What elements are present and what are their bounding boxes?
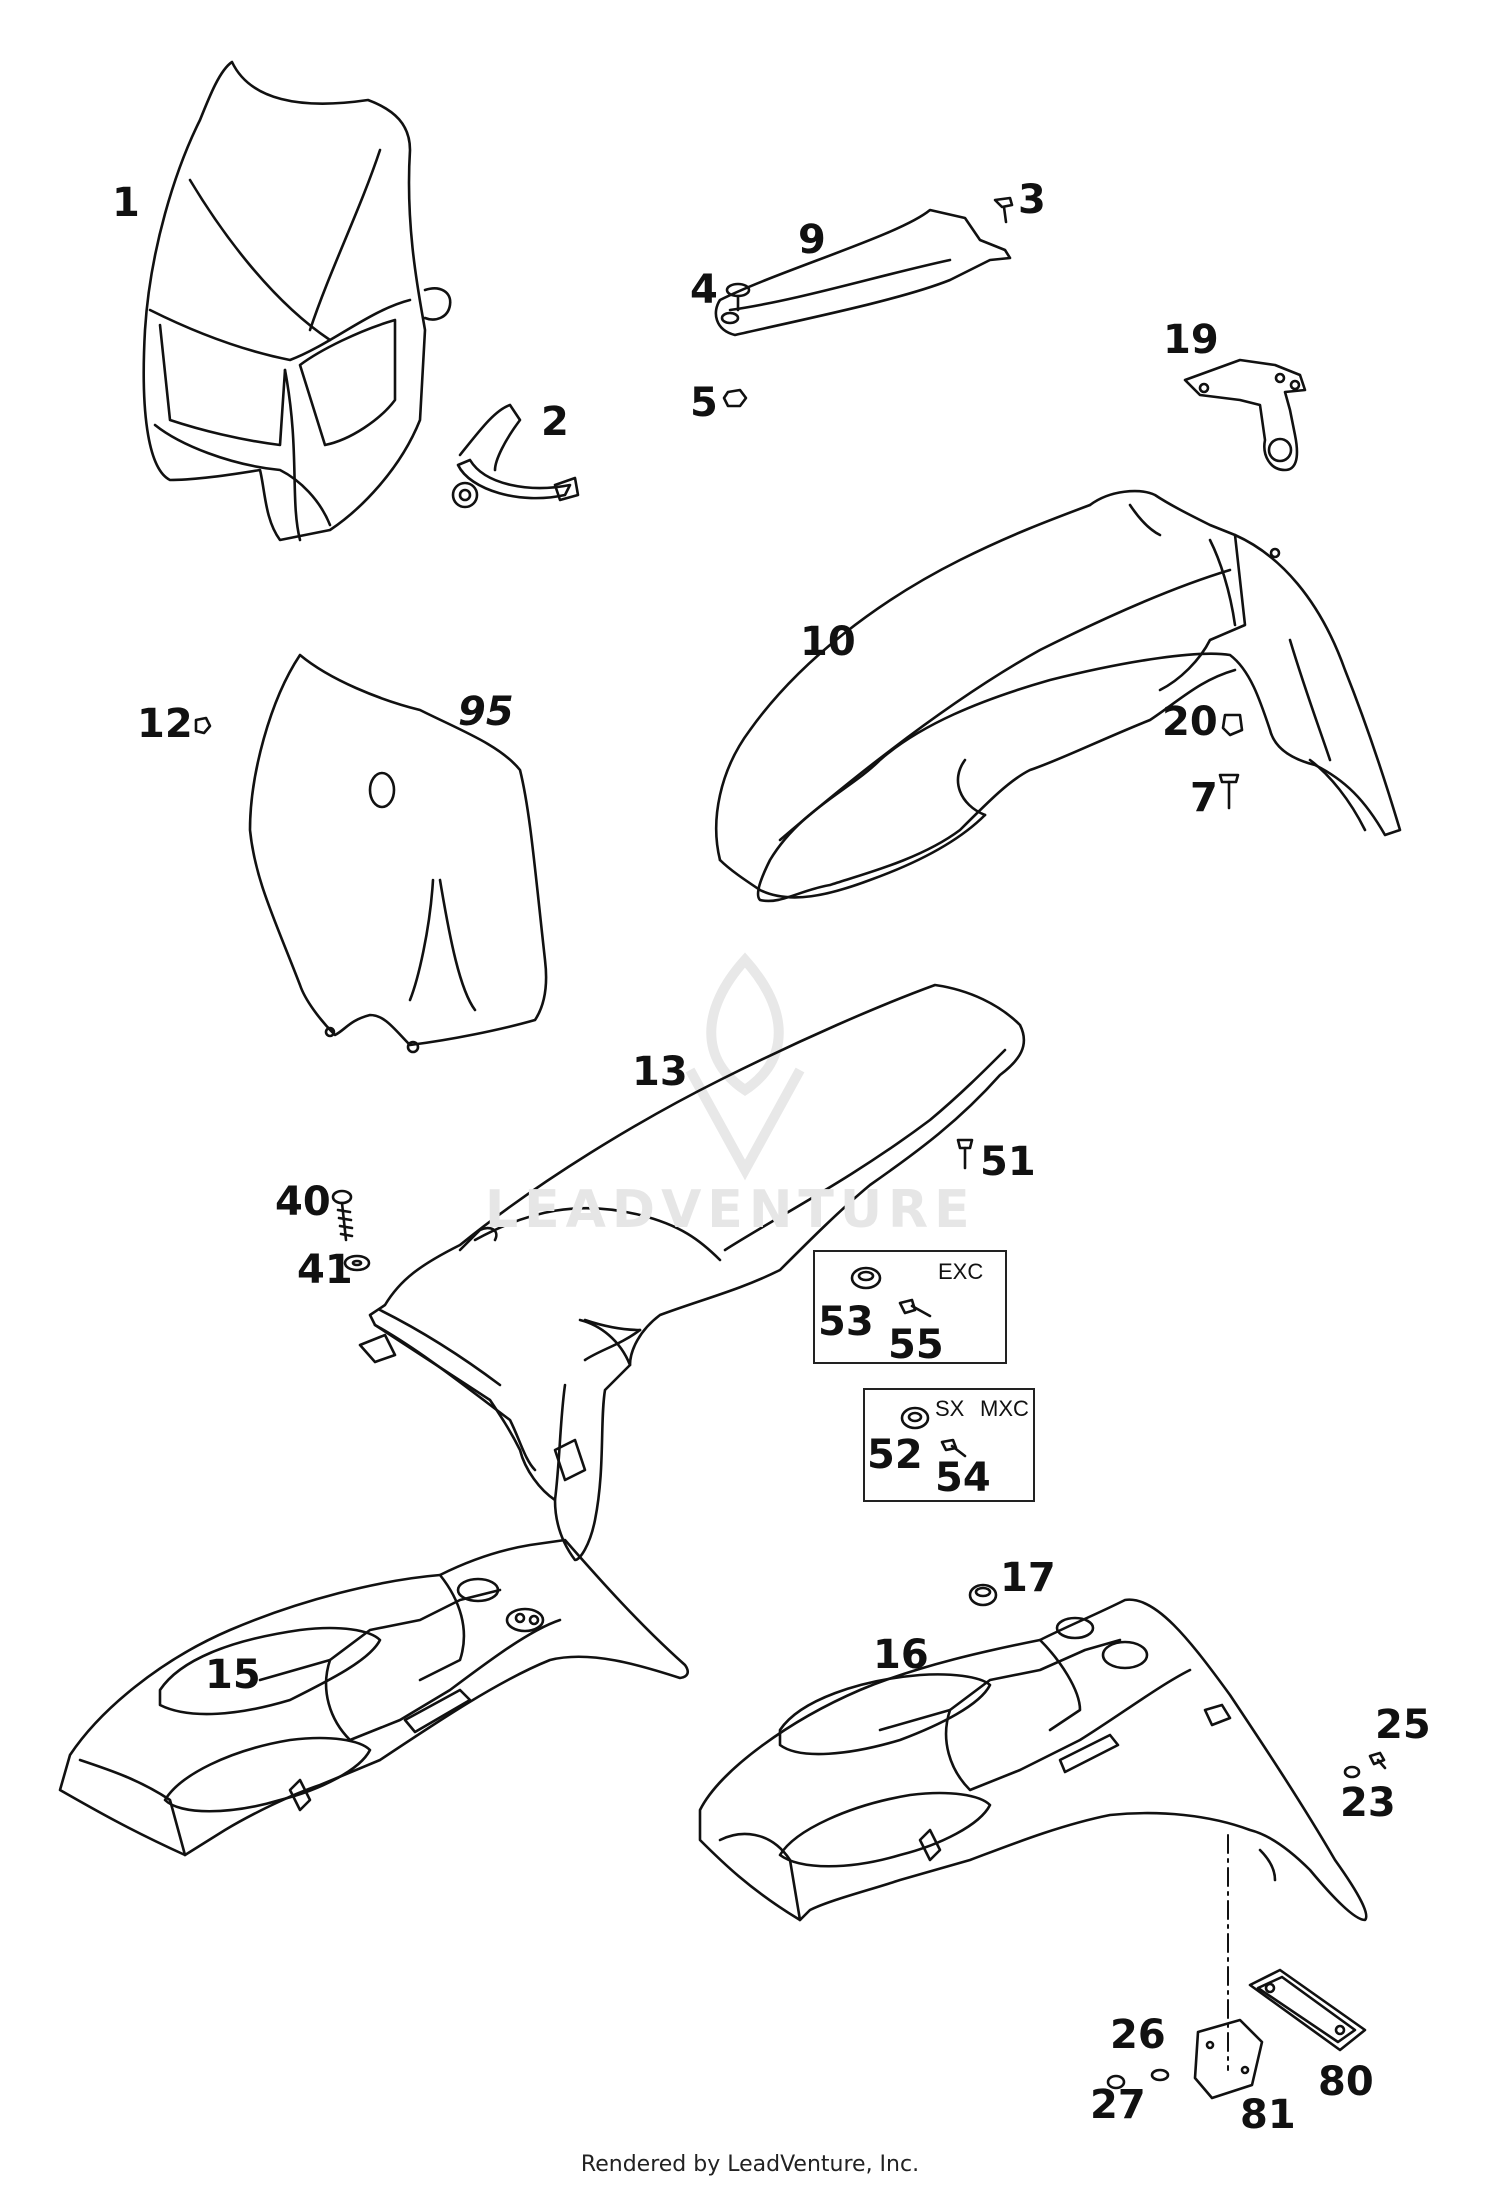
- footer-credit: Rendered by LeadVenture, Inc.: [580, 2152, 920, 2177]
- reflector-plate-part: [1195, 2020, 1262, 2098]
- callout-41: 41: [297, 1247, 353, 1293]
- nut-27-part: [1108, 2076, 1124, 2088]
- callout-52: 52: [867, 1432, 923, 1478]
- callout-4: 4: [690, 267, 718, 313]
- number-plate-part: [250, 655, 546, 1052]
- screw-3-part: [995, 198, 1012, 222]
- screw-55-part: [900, 1300, 930, 1316]
- callout-20: 20: [1162, 699, 1218, 745]
- callout-5: 5: [690, 380, 718, 426]
- callout-10: 10: [800, 619, 856, 665]
- callout-40: 40: [275, 1179, 331, 1225]
- sx-mxc-variant-box: [863, 1388, 1035, 1502]
- callout-19: 19: [1163, 317, 1219, 363]
- exc-variant-label: EXC: [938, 1259, 984, 1284]
- washer-26-part: [1152, 2070, 1168, 2080]
- callout-3: 3: [1018, 177, 1046, 223]
- nut-20-part: [1223, 715, 1242, 735]
- screw-12-part: [196, 718, 210, 733]
- callout-23: 23: [1340, 1780, 1396, 1826]
- callout-26: 26: [1110, 2012, 1166, 2058]
- callout-1: 1: [112, 180, 140, 226]
- callout-2: 2: [541, 399, 569, 445]
- screw-7-part: [1220, 775, 1238, 808]
- screw-51-part: [958, 1140, 972, 1168]
- rear-fender-part: [360, 985, 1024, 1560]
- callout-51: 51: [980, 1139, 1036, 1185]
- screw-4-part: [727, 284, 749, 310]
- headlight-mask-part: [144, 62, 450, 540]
- washer-23-part: [1345, 1767, 1359, 1777]
- callout-95: 95: [458, 689, 514, 735]
- reflector-part: [1250, 1970, 1365, 2050]
- watermark-logo: [690, 960, 800, 1170]
- grommet-53-part: [852, 1268, 880, 1288]
- callout-27: 27: [1090, 2082, 1146, 2128]
- screw-54-part: [942, 1440, 965, 1456]
- callout-54: 54: [935, 1455, 991, 1501]
- callout-12: 12: [137, 701, 193, 747]
- callout-13: 13: [632, 1049, 688, 1095]
- callout-15: 15: [205, 1652, 261, 1698]
- fork-guard-part: [60, 1540, 688, 1855]
- callout-55: 55: [888, 1322, 944, 1368]
- exc-variant-box: [813, 1250, 1007, 1364]
- callout-81: 81: [1240, 2092, 1296, 2138]
- callout-7: 7: [1190, 775, 1218, 821]
- watermark-text: LEADVENTURE: [485, 1180, 976, 1240]
- grommet-17-part: [970, 1585, 996, 1605]
- sx-variant-label: SX: [935, 1396, 965, 1421]
- fork-guard-reflector-part: [700, 1600, 1366, 1920]
- bolt-40-part: [333, 1191, 352, 1240]
- cover-plate-part: [716, 210, 1010, 335]
- nut-5-part: [724, 390, 746, 406]
- front-fender-part: [716, 491, 1400, 901]
- callout-17: 17: [1000, 1555, 1056, 1601]
- callout-53: 53: [818, 1299, 874, 1345]
- clamp-part: [453, 405, 578, 507]
- grommet-52-part: [902, 1408, 928, 1428]
- callout-80: 80: [1318, 2059, 1374, 2105]
- mxc-variant-label: MXC: [980, 1396, 1029, 1421]
- washer-41-part: [345, 1256, 369, 1270]
- screw-25-part: [1370, 1753, 1385, 1768]
- callout-16: 16: [873, 1632, 929, 1678]
- bracket-part: [1185, 360, 1305, 470]
- callout-25: 25: [1375, 1702, 1431, 1748]
- callout-9: 9: [798, 217, 826, 263]
